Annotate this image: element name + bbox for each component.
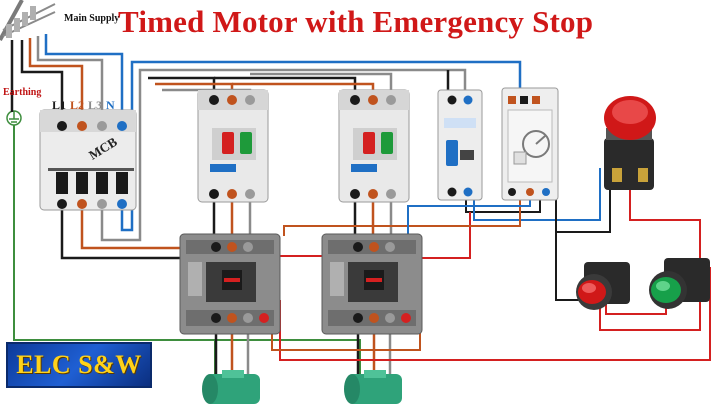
stop-push-button	[576, 262, 630, 310]
contactor-2	[321, 233, 423, 335]
motor-2	[344, 370, 402, 404]
motor-1	[202, 370, 260, 404]
emergency-stop-button	[604, 96, 656, 190]
motor-breaker-2	[338, 89, 410, 203]
terminal-l1-label: L1	[52, 98, 67, 112]
timer-relay	[501, 87, 559, 201]
motor-breaker-1	[197, 89, 269, 203]
main-supply-label: Main Supply	[64, 13, 120, 24]
contactor-1	[179, 233, 281, 335]
page-title: Timed Motor with Emergency Stop	[118, 4, 594, 39]
brand-text: ELC S&W	[16, 350, 142, 379]
supply-pole	[0, 0, 56, 41]
brand-logo: ELC S&W	[6, 342, 152, 388]
terminal-n-label: N	[106, 98, 115, 112]
earth-icon	[6, 110, 22, 126]
mcb-breaker	[39, 109, 137, 211]
terminal-l2-label: L2	[70, 98, 85, 112]
earthing-label: Earthing	[3, 87, 42, 98]
terminal-l3-label: L3	[88, 98, 103, 112]
start-push-button	[649, 258, 710, 309]
control-mcb	[437, 89, 483, 201]
